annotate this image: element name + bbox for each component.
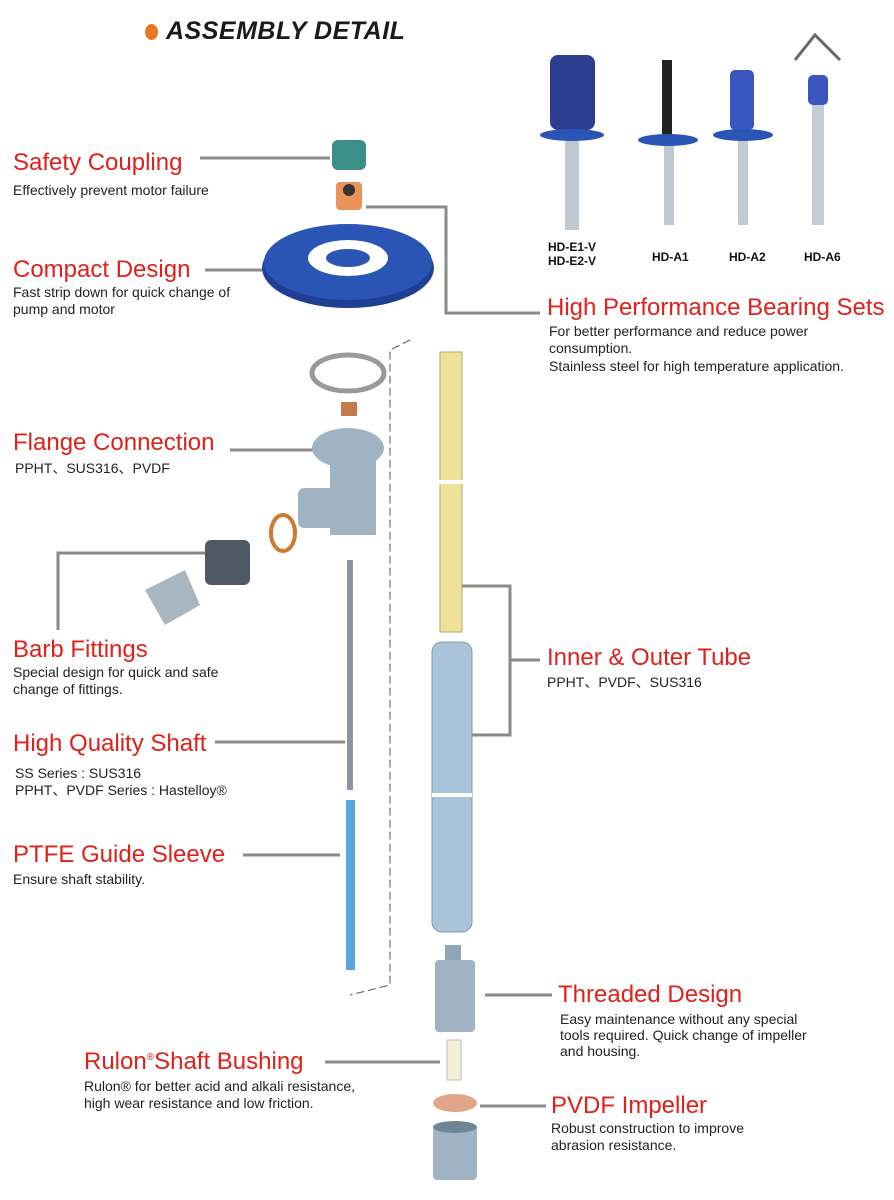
rulon-bushing-title: Rulon®Shaft Bushing <box>84 1048 304 1075</box>
housing-part <box>435 945 475 1032</box>
safety-coupling-part <box>332 140 366 210</box>
pump-model-images <box>540 32 842 230</box>
flange-disc-part <box>262 224 434 308</box>
flange-connection-title: Flange Connection <box>13 429 215 456</box>
assembly-dash-line <box>349 339 411 996</box>
inner-tube-part <box>439 351 463 633</box>
shaft-part <box>347 560 353 790</box>
page-title: ASSEMBLY DETAIL <box>166 17 406 45</box>
barb-fitting-part <box>145 540 250 625</box>
safety-coupling-desc: Effectively prevent motor failure <box>13 182 209 198</box>
compact-design-title: Compact Design <box>13 256 191 283</box>
rulon-bushing-part <box>446 1039 462 1081</box>
impeller-part <box>433 1094 477 1112</box>
outer-tube-part <box>431 641 473 933</box>
ptfe-sleeve-part <box>346 800 355 970</box>
title-bullet-icon <box>145 24 158 40</box>
retaining-ring <box>309 352 387 394</box>
model-label-a6: HD-A6 <box>804 250 841 264</box>
ptfe-sleeve-title: PTFE Guide Sleeve <box>13 841 226 868</box>
bearing-part <box>341 402 357 416</box>
barb-fittings-title: Barb Fittings <box>13 636 148 663</box>
flange-connection-desc: PPHT、SUS316、PVDF <box>15 460 170 476</box>
flange-connection-part <box>298 428 384 535</box>
impeller-title: PVDF Impeller <box>551 1092 708 1119</box>
bearing-sets-title: High Performance Bearing Sets <box>547 294 885 321</box>
foot-part <box>433 1121 477 1180</box>
o-ring <box>269 513 297 553</box>
rulon-bushing-desc: Rulon® for better acid and alkali resist… <box>84 1078 356 1111</box>
ptfe-sleeve-desc: Ensure shaft stability. <box>13 871 146 887</box>
tube-title: Inner & Outer Tube <box>547 644 752 671</box>
leader-lines <box>56 156 552 1108</box>
threaded-design-title: Threaded Design <box>558 981 743 1008</box>
shaft-title: High Quality Shaft <box>13 730 207 757</box>
tube-desc: PPHT、PVDF、SUS316 <box>547 674 702 690</box>
model-label-a1: HD-A1 <box>652 250 689 264</box>
model-label-e: HD-E1-V HD-E2-V <box>548 240 597 268</box>
safety-coupling-title: Safety Coupling <box>13 149 183 176</box>
model-label-a2: HD-A2 <box>729 250 766 264</box>
